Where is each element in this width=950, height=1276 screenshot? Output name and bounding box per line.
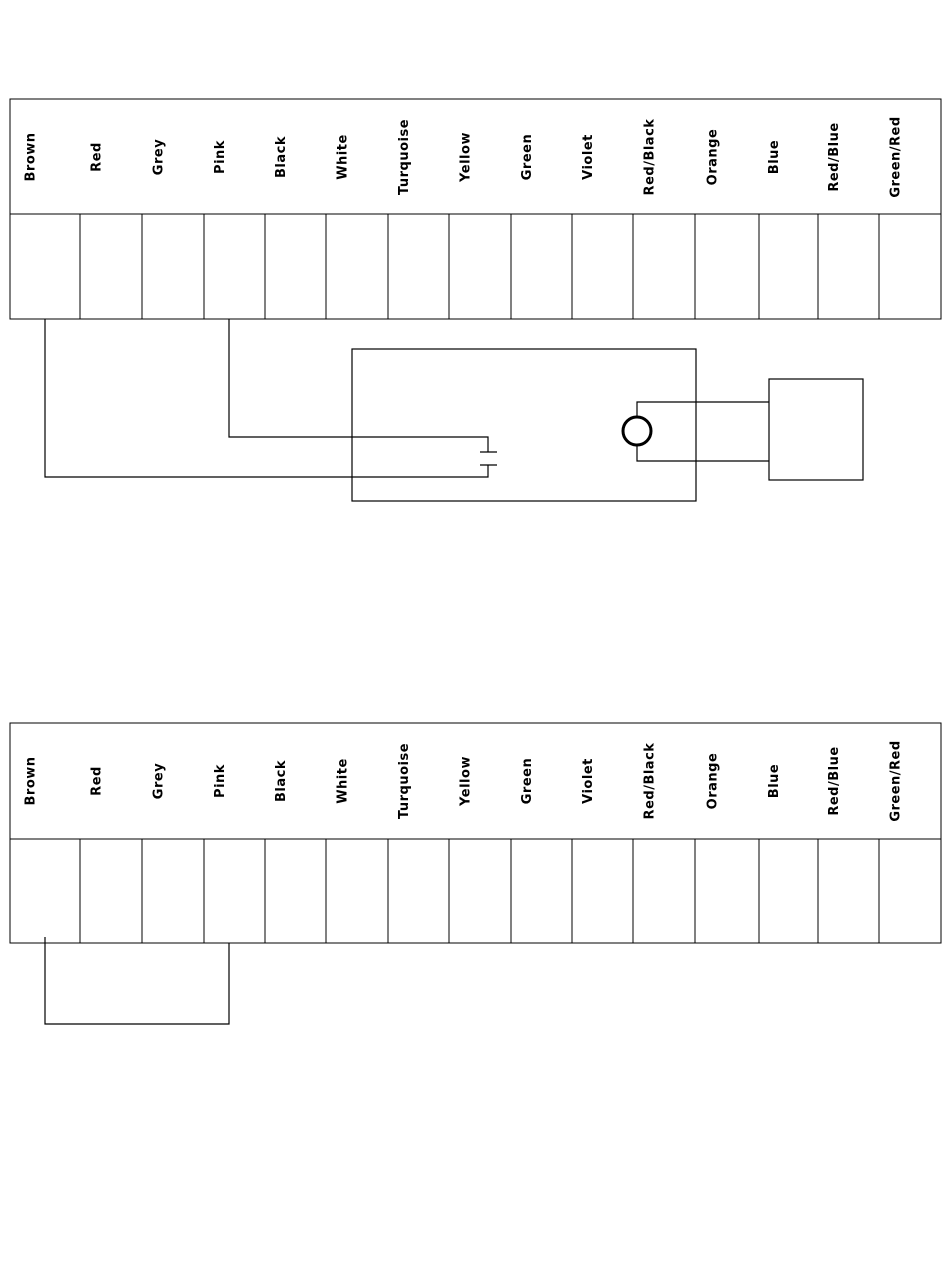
strip-columns xyxy=(10,214,941,319)
wire-label-black: Black xyxy=(274,136,289,178)
external-device-box xyxy=(769,379,863,480)
terminal-green xyxy=(511,214,572,319)
terminal-pink xyxy=(204,214,265,319)
strip-labels: Brown Red Grey Pink Black White Turquoise Yello… xyxy=(24,740,904,821)
terminal-green-red xyxy=(879,214,941,319)
terminal-orange xyxy=(695,214,759,319)
wire-label-red: Red xyxy=(90,766,105,796)
terminal-grey xyxy=(142,214,204,319)
terminal-red-blue xyxy=(818,839,879,943)
terminal-strip-lower: Brown Red Grey Pink Black White Turquoise Yello… xyxy=(10,723,941,943)
wire-label-grey: Grey xyxy=(152,139,167,175)
wire-label-turquoise: Turquoise xyxy=(397,119,412,195)
wire-label-grey: Grey xyxy=(152,763,167,799)
wire-label-yellow: Yellow xyxy=(459,132,474,183)
terminal-brown xyxy=(10,214,80,319)
wire-label-red-black: Red/Black xyxy=(643,743,658,820)
wire-label-green-red: Green/Red xyxy=(889,116,904,197)
wire-label-pink: Pink xyxy=(213,140,228,174)
wire-label-violet: Violet xyxy=(581,134,596,180)
terminal-red-black xyxy=(633,839,695,943)
upper-circuit xyxy=(45,319,863,501)
wire-label-red-black: Red/Black xyxy=(643,119,658,196)
terminal-turquoise xyxy=(388,214,449,319)
wire-label-brown: Brown xyxy=(24,132,39,181)
wire-label-blue: Blue xyxy=(767,140,782,174)
wire-label-green: Green xyxy=(520,758,535,804)
terminal-yellow xyxy=(449,839,511,943)
terminal-red-black xyxy=(633,214,695,319)
terminal-turquoise xyxy=(388,839,449,943)
wire-label-white: White xyxy=(336,134,351,180)
wire-label-black: Black xyxy=(274,760,289,802)
terminal-strip-upper: Brown Red Grey Pink Black White Turquoise Yello… xyxy=(10,99,941,319)
device-box xyxy=(352,349,696,501)
wire-label-red: Red xyxy=(90,142,105,172)
wire-label-yellow: Yellow xyxy=(459,756,474,807)
brown-wire xyxy=(45,319,488,477)
terminal-black xyxy=(265,214,326,319)
wire-label-violet: Violet xyxy=(581,758,596,804)
wire-label-red-blue: Red/Blue xyxy=(827,122,842,191)
wire-label-blue: Blue xyxy=(767,764,782,798)
terminal-red xyxy=(80,839,142,943)
lamp-icon xyxy=(623,417,651,445)
terminal-yellow xyxy=(449,214,511,319)
lamp-wire-top xyxy=(637,402,769,417)
wire-label-turquoise: Turquoise xyxy=(397,743,412,819)
lamp-wire-bottom xyxy=(637,445,769,461)
terminal-orange xyxy=(695,839,759,943)
terminal-green-red xyxy=(879,839,941,943)
brown-pink-jumper xyxy=(45,937,229,1024)
wire-label-orange: Orange xyxy=(706,753,721,810)
wire-label-green: Green xyxy=(520,134,535,180)
terminal-blue xyxy=(759,214,818,319)
terminal-white xyxy=(326,214,388,319)
strip-columns xyxy=(10,839,941,943)
wire-label-white: White xyxy=(336,758,351,804)
strip-labels: Brown Red Grey Pink Black White Turquoise Yello… xyxy=(24,116,904,197)
terminal-grey xyxy=(142,839,204,943)
terminal-red-blue xyxy=(818,214,879,319)
terminal-green xyxy=(511,839,572,943)
terminal-white xyxy=(326,839,388,943)
wire-label-red-blue: Red/Blue xyxy=(827,746,842,815)
wire-label-brown: Brown xyxy=(24,756,39,805)
terminal-black xyxy=(265,839,326,943)
terminal-violet xyxy=(572,214,633,319)
wire-label-pink: Pink xyxy=(213,764,228,798)
wire-label-green-red: Green/Red xyxy=(889,740,904,821)
lower-circuit xyxy=(45,937,229,1024)
wire-label-orange: Orange xyxy=(706,129,721,186)
pink-wire xyxy=(229,319,488,452)
terminal-red xyxy=(80,214,142,319)
terminal-pink xyxy=(204,839,265,943)
terminal-brown xyxy=(10,839,80,943)
terminal-violet xyxy=(572,839,633,943)
terminal-blue xyxy=(759,839,818,943)
